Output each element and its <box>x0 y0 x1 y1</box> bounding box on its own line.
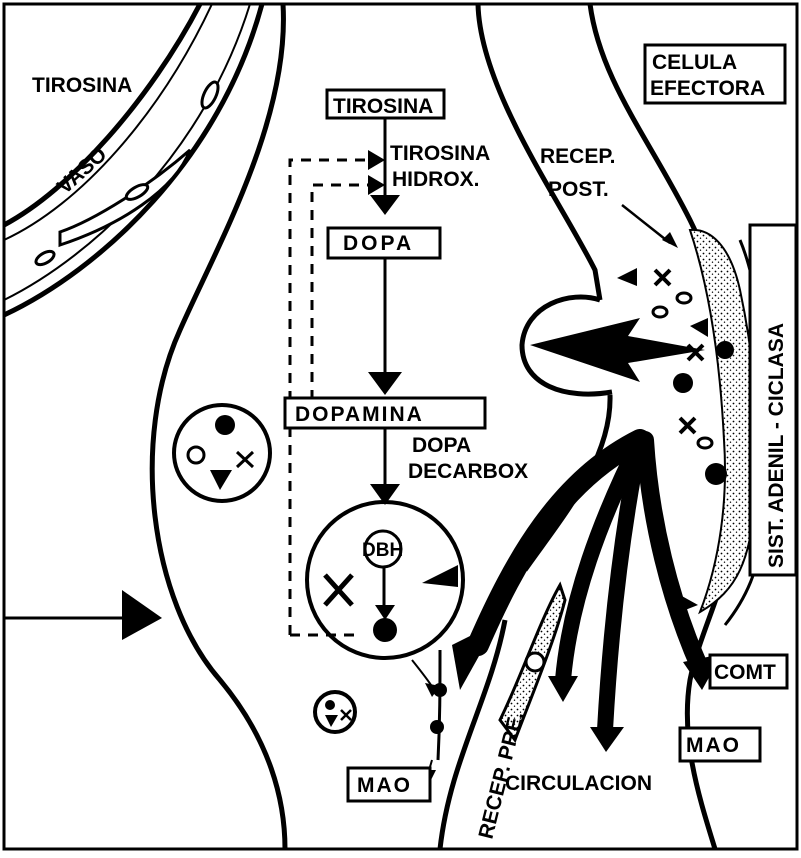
vaso-label: VASO <box>53 143 111 199</box>
vesicle-left <box>174 405 270 501</box>
dopa-label: DOPA <box>343 232 414 255</box>
tirosina-hidrox-label-1: TIROSINA <box>390 142 490 165</box>
dbh-label: DBH <box>362 540 403 561</box>
circulacion-label: CIRCULACION <box>505 772 652 795</box>
tirosina-box-label: TIROSINA <box>333 95 433 118</box>
reuptake-path <box>412 650 447 786</box>
tirosina-outside-label: TIROSINA <box>32 74 132 97</box>
recep-post-label-1: RECEP. <box>540 145 615 168</box>
sist-adenil-ciclasa-label: SIST. ADENIL - CICLASA <box>765 323 788 568</box>
celula-efectora-label-2: EFECTORA <box>650 77 765 100</box>
mao-left-label: MAO <box>357 774 412 797</box>
recep-post-label-2: POST. <box>548 178 609 201</box>
celula-efectora-label-1: CELULA <box>652 51 737 74</box>
recep-post-pointer <box>622 205 670 243</box>
degraded-vesicle <box>315 692 355 732</box>
diffusion-arrows <box>478 440 700 730</box>
effector-cell-membrane <box>590 4 768 849</box>
dopa-decarbox-label-1: DOPA <box>412 434 471 457</box>
nerve-impulse-arrow <box>4 590 162 640</box>
dopamina-label: DOPAMINA <box>295 403 424 426</box>
comt-label: COMT <box>714 661 776 684</box>
tirosina-hidrox-label-2: HIDROX. <box>392 168 480 191</box>
dopa-decarbox-label-2: DECARBOX <box>408 460 528 483</box>
presynaptic-receptor-site <box>526 653 544 671</box>
mao-right-label: MAO <box>686 734 741 757</box>
blood-vessel <box>4 4 262 315</box>
